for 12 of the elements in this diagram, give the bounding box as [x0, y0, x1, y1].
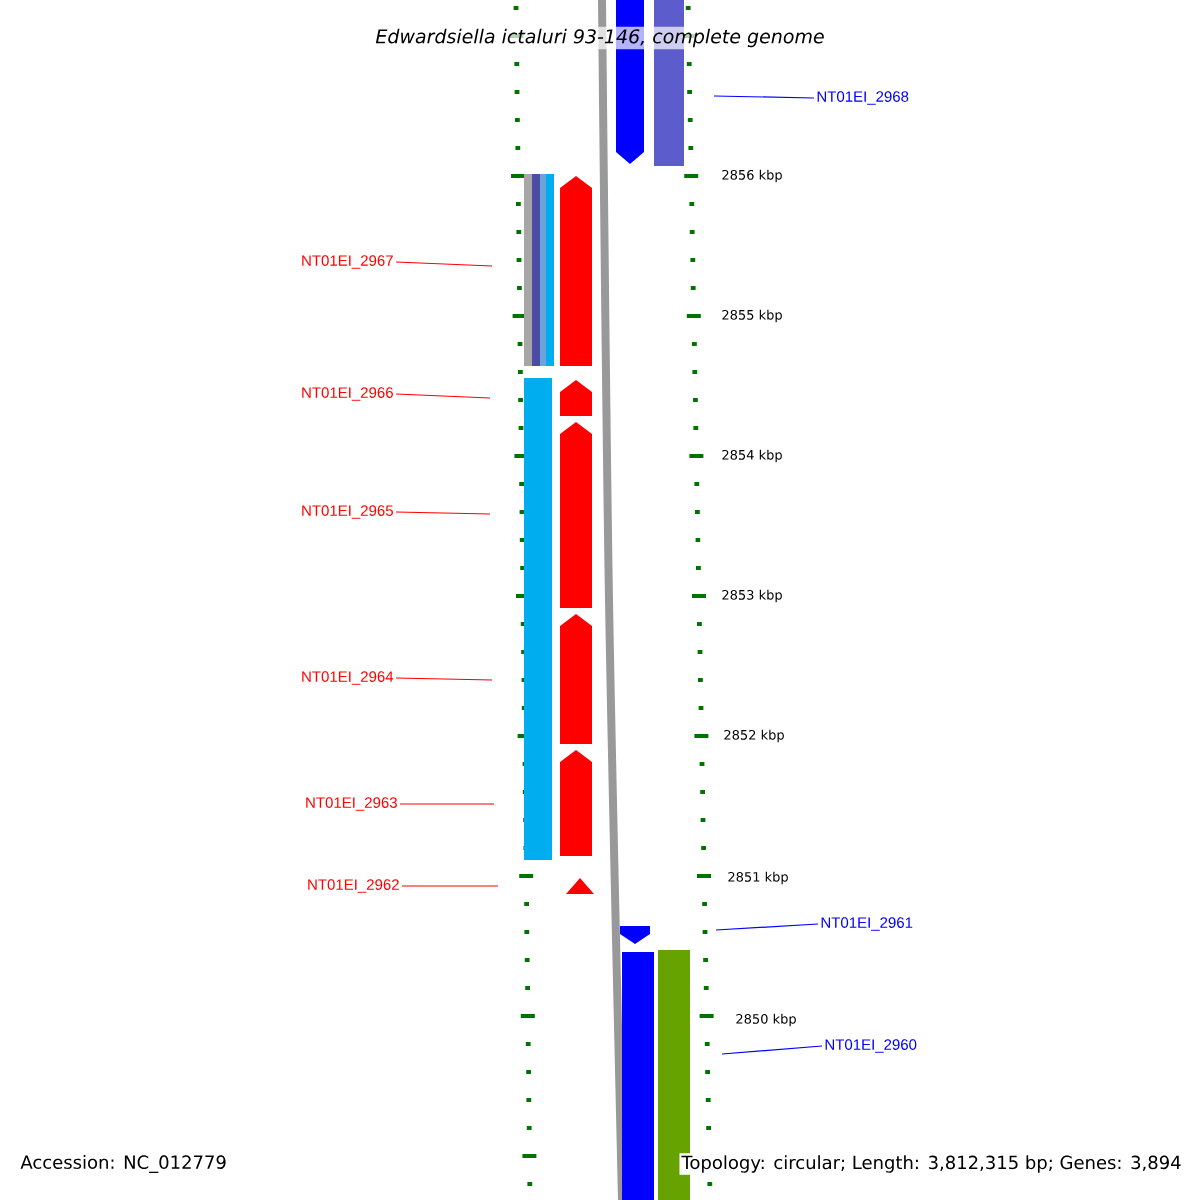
leader-line: [715, 923, 819, 931]
leader-line: [395, 261, 493, 267]
info-text: Accession: NC_012779: [18, 1153, 229, 1175]
leader-line: [395, 393, 491, 399]
info-text: Topology: circular; Length: 3,812,315 bp; Genes: 3,894: [679, 1153, 1184, 1175]
leader-line: [395, 677, 493, 681]
title: Edwardsiella ictaluri 93-146, complete genome: [373, 26, 827, 50]
leader-line: [395, 511, 491, 515]
leader-line: [401, 885, 499, 887]
leader-line: [713, 95, 815, 99]
leader-line: [721, 1045, 823, 1055]
leader-line: [399, 803, 495, 805]
